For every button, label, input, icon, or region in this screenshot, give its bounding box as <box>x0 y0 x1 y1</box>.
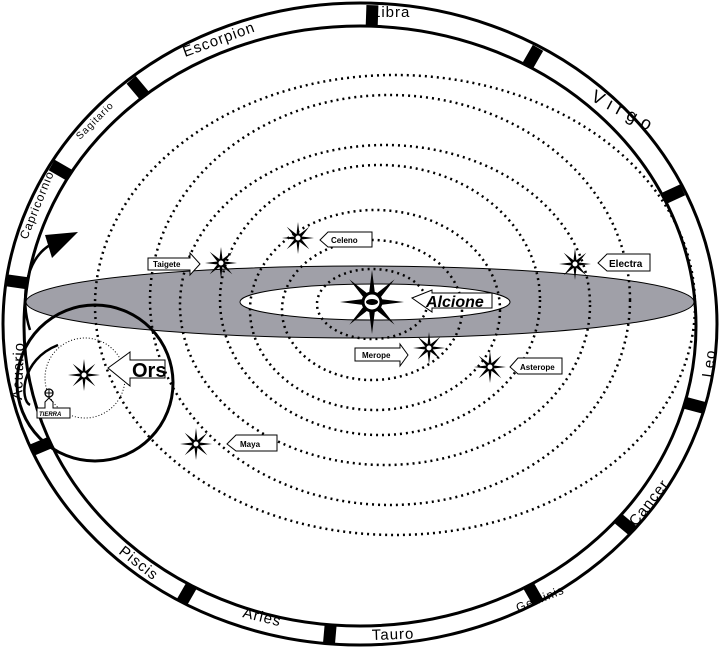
label-merope: Merope <box>362 351 391 360</box>
zodiac-sagitario: Sagitario <box>74 100 116 142</box>
ors-star-icon <box>68 359 100 391</box>
curved-arrow-path <box>24 243 51 331</box>
label-asterope: Asterope <box>520 363 555 372</box>
orbit <box>280 238 464 382</box>
maya-star-icon <box>180 428 212 460</box>
zodiac-divider <box>365 4 379 26</box>
celeno-star-icon <box>282 222 314 254</box>
alcione-arrow-label <box>410 289 493 313</box>
label-electra: Electra <box>609 259 643 270</box>
label-electra-box: Electra <box>597 253 651 272</box>
label-celeno-box: Celeno <box>319 231 373 248</box>
zodiac-dividers <box>6 4 706 645</box>
label-celeno: Celeno <box>331 236 358 245</box>
zodiac-capricornio: Capricornio <box>17 169 57 241</box>
arrowhead-icon <box>45 232 78 258</box>
zodiac-tauro: Tauro <box>372 626 415 644</box>
taigete-star-icon <box>205 247 237 279</box>
label-taigete: Taigete <box>153 260 181 269</box>
zodiac-divider <box>682 396 706 414</box>
zodiac-divider <box>29 436 54 456</box>
star-labels: Ors Alcione Taigete Celeno Electra Merop… <box>36 231 651 452</box>
electra-star-icon <box>559 248 591 280</box>
label-ors: Ors <box>132 360 166 382</box>
zodiac-divider <box>613 513 637 536</box>
zodiac-divider <box>176 581 198 606</box>
zodiac-aries: Aries <box>241 604 283 630</box>
zodiac-ring-inner <box>22 24 698 628</box>
alcione-star-icon <box>340 270 404 334</box>
label-asterope-box: Asterope <box>509 357 563 375</box>
zodiac-divider <box>6 274 29 290</box>
orbit <box>218 163 542 437</box>
label-tierra-box: TIERRA <box>36 397 71 419</box>
zodiac-divider <box>48 159 73 181</box>
stars <box>68 222 591 460</box>
label-maya-box: Maya <box>226 434 278 452</box>
ors-arrow-label <box>107 351 166 388</box>
earth-cross <box>45 389 53 397</box>
label-tierra: TIERRA <box>39 412 61 418</box>
zodiac-divider <box>661 184 686 204</box>
label-taigete-box: Taigete <box>147 251 201 277</box>
zodiac-leo: Leo <box>699 348 720 378</box>
orbit <box>178 143 592 467</box>
asterope-star-icon <box>474 351 506 383</box>
label-maya: Maya <box>240 440 261 449</box>
orbit <box>248 208 502 412</box>
zodiac-divider <box>522 581 544 606</box>
label-merope-box: Merope <box>354 342 409 368</box>
zodiac-divider <box>322 623 337 645</box>
zodiac-divider <box>522 44 544 69</box>
zodiac-libra: Libra <box>372 4 410 21</box>
label-alcione: Alcione <box>425 294 484 311</box>
zodiac-virgo: Virgo <box>588 86 661 137</box>
zodiac-divider <box>126 76 149 100</box>
orbit <box>148 93 632 507</box>
ors-system-circle <box>15 303 175 463</box>
merope-star-icon <box>413 332 445 364</box>
curved-arrow-path <box>23 343 59 407</box>
